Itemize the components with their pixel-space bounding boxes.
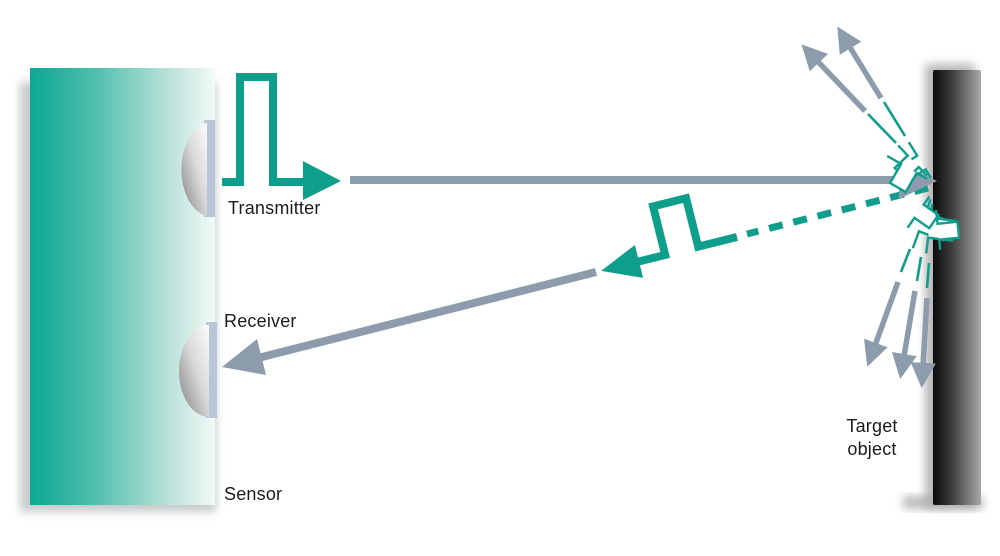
reflection-pulse bbox=[934, 209, 961, 250]
transmitter-label: Transmitter bbox=[228, 198, 321, 218]
sensor-body bbox=[30, 68, 215, 505]
scatter-arrow-down bbox=[891, 290, 918, 379]
scatter-arrows bbox=[801, 26, 936, 389]
scatter-tail bbox=[899, 248, 912, 273]
transmitter-lens-icon bbox=[181, 120, 215, 217]
scatter-tail bbox=[915, 256, 923, 282]
transmit-pulse-head bbox=[303, 161, 341, 200]
receiver-label: Receiver bbox=[224, 311, 297, 331]
return-pulse-path bbox=[635, 193, 738, 267]
receiver-lens-icon bbox=[179, 322, 217, 418]
return-dashed-beam bbox=[746, 184, 929, 238]
scatter-arrow-up bbox=[837, 26, 884, 100]
transmit-pulse-icon bbox=[222, 73, 341, 200]
return-beam-head bbox=[222, 339, 266, 375]
scatter-arrow-up bbox=[801, 44, 867, 113]
reflection-pulse bbox=[906, 195, 941, 230]
return-pulse-arrow-icon bbox=[601, 193, 738, 278]
reflection-pulses-icon bbox=[886, 141, 961, 254]
scatter-tail bbox=[925, 262, 931, 289]
target-object-label-line2: object bbox=[847, 438, 897, 459]
receiver-lens-dome bbox=[179, 325, 209, 417]
receiver-lens-strip bbox=[206, 322, 217, 418]
scatter-arrow-down bbox=[910, 297, 936, 389]
scatter-tail bbox=[867, 113, 897, 144]
transmitter-lens-strip bbox=[204, 120, 215, 217]
target-object-bar bbox=[933, 70, 981, 505]
return-pulse-head bbox=[601, 244, 644, 278]
return-beam-arrow bbox=[222, 268, 597, 375]
target-object-label-line1: Target bbox=[846, 416, 898, 436]
scatter-tail bbox=[882, 101, 907, 137]
scatter-arrow-down bbox=[864, 281, 901, 367]
reflection-pulse bbox=[886, 154, 928, 194]
transmit-pulse-path bbox=[222, 73, 306, 186]
return-beam-shaft bbox=[257, 268, 597, 362]
transmitter-lens-dome bbox=[181, 123, 207, 216]
sensor-label: Sensor bbox=[224, 484, 283, 504]
outgoing-beam-arrow bbox=[350, 162, 937, 199]
